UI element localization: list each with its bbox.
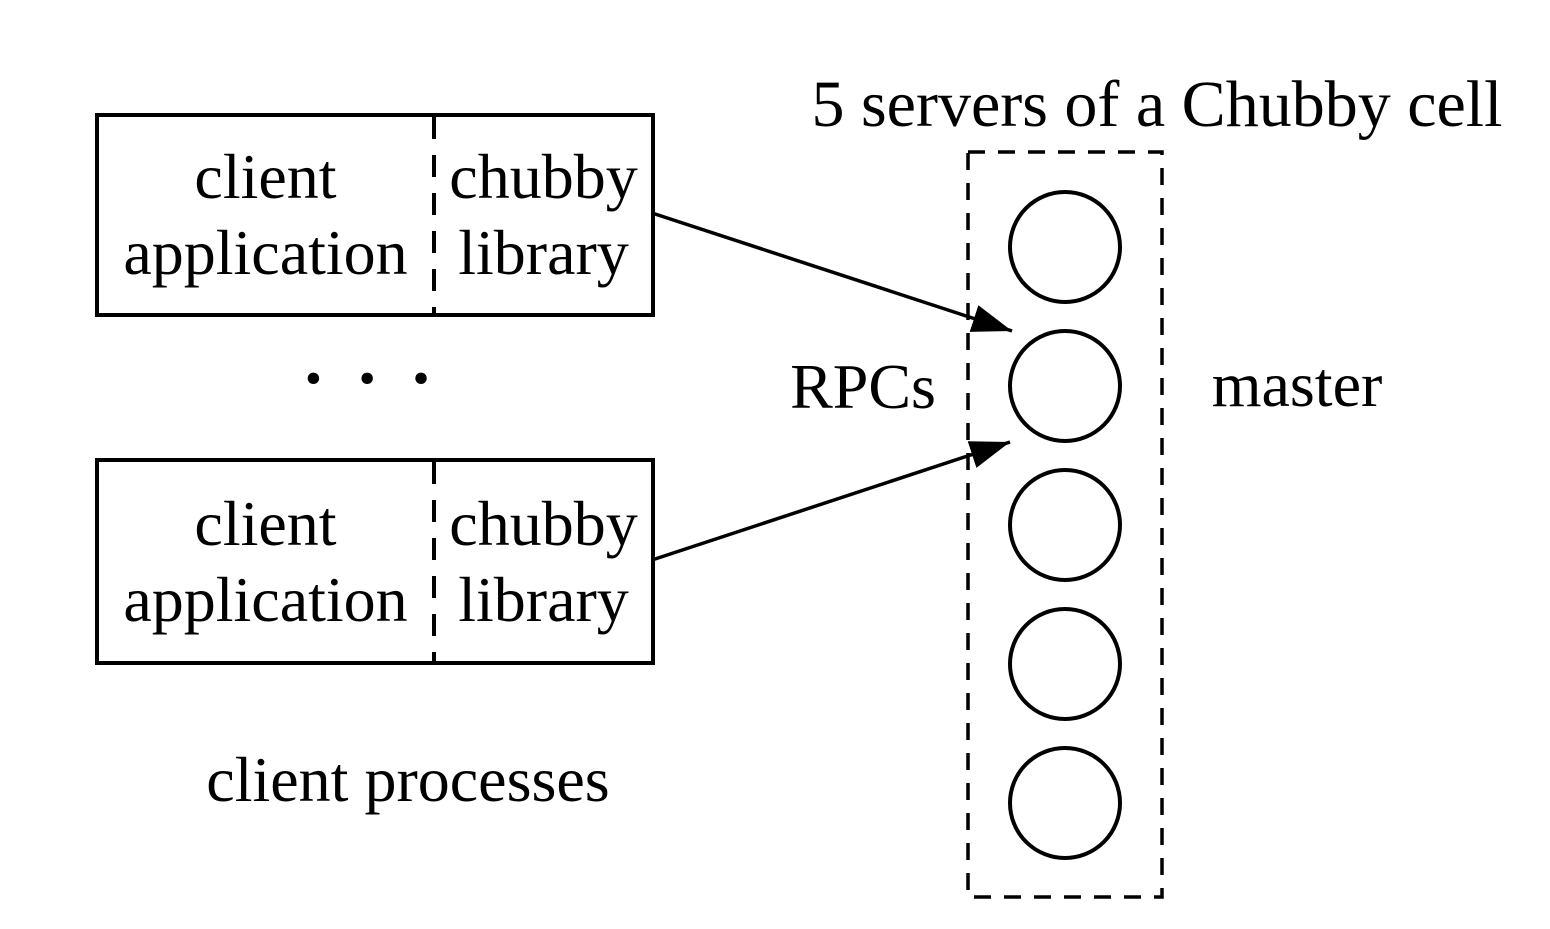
client-application-label-line2: application: [123, 217, 408, 288]
server-circle-1: [1008, 190, 1122, 304]
chubby-library-label-line1: chubby: [449, 141, 638, 212]
more-clients-ellipsis: •••: [305, 352, 467, 405]
client-application-compartment: client application: [99, 462, 432, 661]
client-processes-label: client processes: [206, 744, 610, 815]
rpcs-label: RPCs: [790, 351, 936, 422]
server-circle-3: [1008, 468, 1122, 582]
chubby-cell-dashed-boundary: [966, 150, 1164, 899]
client-application-compartment: client application: [99, 117, 432, 313]
chubby-library-label-line1: chubby: [449, 487, 638, 559]
chubby-library-compartment: chubby library: [436, 117, 651, 313]
process-library-divider: [432, 117, 436, 313]
chubby-library-compartment: chubby library: [436, 462, 651, 661]
client-process-box-top: client application chubby library: [95, 113, 655, 317]
server-circle-2-master: [1008, 329, 1122, 443]
server-circle-4: [1008, 607, 1122, 721]
client-application-label-line1: client: [194, 487, 337, 559]
master-label: master: [1211, 349, 1383, 420]
rpc-arrow-from-top-client: [651, 211, 1013, 333]
chubby-library-label-line2: library: [458, 563, 629, 635]
server-circle-5: [1008, 746, 1122, 860]
client-process-box-bottom: client application chubby library: [95, 458, 655, 665]
process-library-divider: [432, 462, 436, 661]
cell-title: 5 servers of a Chubby cell: [811, 68, 1503, 141]
client-application-label-line1: client: [194, 141, 337, 212]
chubby-library-label-line2: library: [458, 217, 629, 288]
client-application-label-line2: application: [123, 563, 408, 635]
rpc-arrow-from-bottom-client: [651, 440, 1011, 562]
